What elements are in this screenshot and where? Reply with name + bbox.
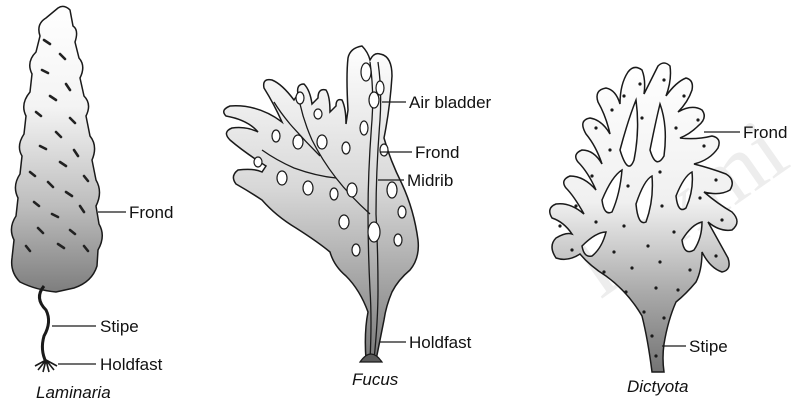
dictyota-caption: Dictyota [627, 377, 688, 396]
fucus-holdfast-label: Holdfast [409, 333, 472, 352]
laminaria-holdfast-label: Holdfast [100, 355, 163, 374]
fucus-frond-label: Frond [415, 143, 459, 162]
laminaria-stipe-shape [39, 286, 48, 362]
laminaria-caption: Laminaria [36, 383, 111, 402]
fucus-caption: Fucus [352, 370, 399, 389]
laminaria-stipe-label: Stipe [100, 317, 139, 336]
laminaria-holdfast-shape [35, 360, 57, 372]
fucus-holdfast-shape [360, 354, 382, 362]
fucus-air-bladder-label: Air bladder [409, 93, 492, 112]
laminaria-frond-label: Frond [129, 203, 173, 222]
dictyota-frond-label: Frond [743, 123, 787, 142]
dictyota-stipe-label: Stipe [689, 337, 728, 356]
fucus-figure: Air bladder Frond Midrib Holdfast Fucus [224, 46, 492, 389]
fucus-thallus-shape [224, 46, 419, 360]
laminaria-figure: Frond Stipe Holdfast Laminaria [11, 6, 173, 402]
laminaria-frond-shape [11, 6, 102, 292]
fucus-midrib-label: Midrib [407, 171, 453, 190]
